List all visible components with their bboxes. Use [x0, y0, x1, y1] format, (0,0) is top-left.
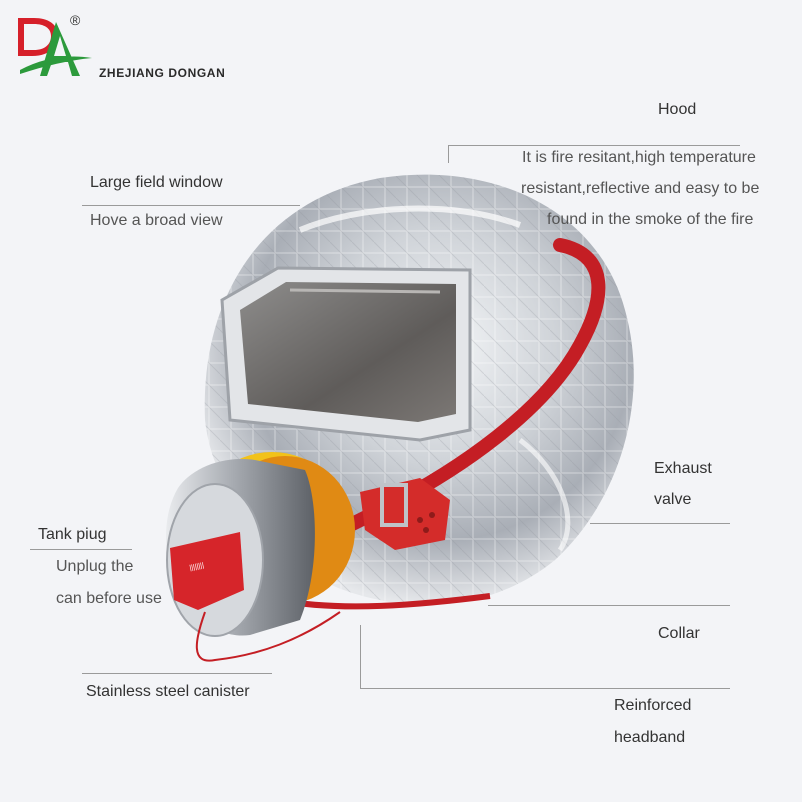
- tank-leader-line: [30, 549, 132, 550]
- exhaust-leader-line: [590, 523, 730, 524]
- hood-description-line-1: It is fire resitant,high temperature: [522, 149, 756, 166]
- hood-label: Hood: [658, 101, 697, 118]
- headband-leader-line: [360, 688, 730, 689]
- pull-string: [195, 611, 341, 662]
- large-field-window: [240, 282, 456, 422]
- collar-label: Collar: [658, 625, 700, 642]
- hood-leader-tick: [448, 145, 449, 163]
- headband-leader-tick: [360, 625, 361, 689]
- collar-leader-line: [488, 605, 730, 606]
- exhaust-label-line-2: valve: [654, 491, 692, 508]
- tank-plug-label: Tank piug: [38, 526, 107, 543]
- window-leader-line: [82, 205, 300, 206]
- window-reflection: [289, 288, 441, 294]
- valve-buckle: [380, 483, 408, 527]
- headband-label-line-1: Reinforced: [614, 697, 692, 714]
- company-name: ZHEJIANG DONGAN: [99, 66, 226, 80]
- hood-description-line-2: resistant,reflective and easy to be: [521, 180, 760, 197]
- logo-letter-d: [18, 18, 58, 56]
- canister-leader-line: [82, 673, 272, 674]
- dongan-logo: [18, 18, 92, 76]
- headband-label-line-2: headband: [614, 729, 686, 746]
- tank-plug-description-line-2: can before use: [56, 590, 162, 607]
- registered-mark: ®: [70, 12, 81, 28]
- window-description: Hove a broad view: [90, 212, 223, 229]
- foil-highlight: [518, 438, 571, 552]
- exhaust-label-line-1: Exhaust: [654, 460, 712, 477]
- canister-label: Stainless steel canister: [86, 683, 250, 700]
- hood-description-line-3: found in the smoke of the fire: [547, 211, 754, 228]
- logo-swoosh: [20, 56, 92, 74]
- valve-vents: [417, 512, 435, 533]
- tank-plug-print: ||||||||: [189, 562, 205, 572]
- tank-plug-description-line-1: Unplug the: [56, 558, 134, 575]
- window-label: Large field window: [90, 174, 223, 191]
- tank-plug: [170, 532, 244, 610]
- foil-highlight: [298, 205, 522, 233]
- hood-leader-line: [448, 145, 740, 146]
